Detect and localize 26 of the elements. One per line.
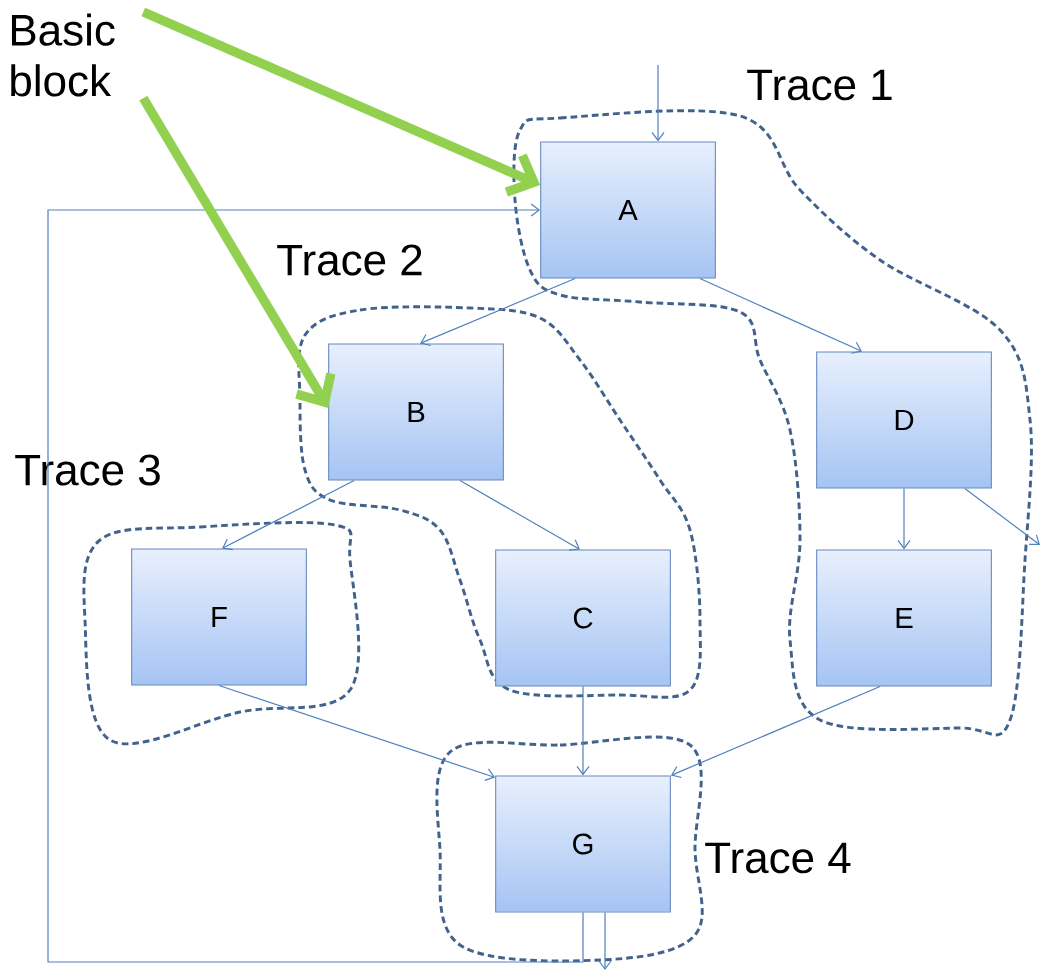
node-label: Trace 3	[15, 454, 160, 486]
arrow	[459, 479, 580, 551]
arrow	[576, 685, 590, 776]
arrow	[222, 479, 355, 551]
node-label: Trace 1	[747, 69, 892, 101]
node-label: Trace 2	[277, 244, 422, 276]
arrow	[420, 277, 576, 347]
arrow	[670, 685, 881, 779]
arrow	[218, 684, 496, 781]
basic-block-box: G	[495, 775, 671, 913]
arrow	[47, 203, 584, 963]
pointer-arrow	[141, 7, 541, 197]
basic-block-box: A	[540, 141, 716, 279]
basic-block-box: C	[495, 549, 671, 687]
basic-block-box: E	[816, 549, 992, 687]
arrow	[897, 487, 911, 550]
node-label: Trace 4	[705, 842, 851, 874]
basic-block-box: B	[328, 343, 504, 481]
callout-text: Basic block	[11, 13, 115, 97]
basic-block-box: F	[131, 548, 307, 686]
arrow	[699, 277, 862, 354]
pointer-arrow	[139, 95, 336, 408]
arrow	[964, 487, 1041, 545]
arrow	[598, 911, 612, 970]
basic-block-box: D	[816, 351, 992, 489]
arrow	[651, 64, 665, 142]
